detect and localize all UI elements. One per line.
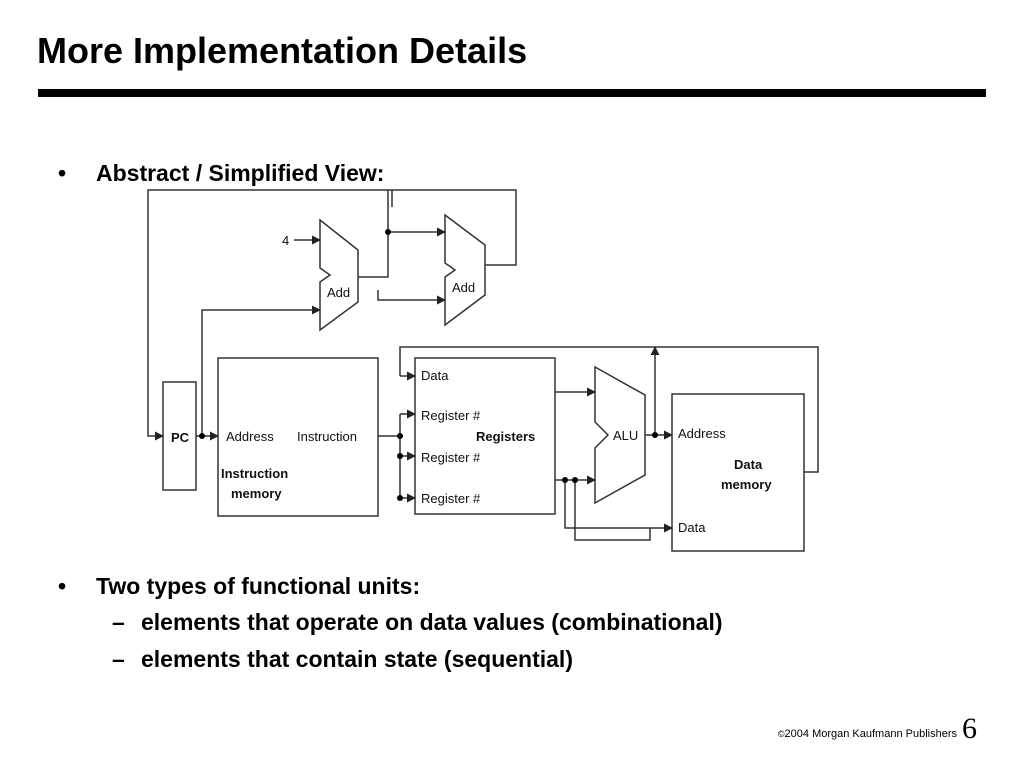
dmem-data-label: Data (678, 520, 706, 535)
dmem-address-label: Address (678, 426, 726, 441)
bullet-mark: • (58, 573, 67, 599)
pc-label: PC (171, 430, 190, 445)
constant-four-label: 4 (282, 233, 289, 248)
imem-address-label: Address (226, 429, 274, 444)
instruction-memory-block (217, 357, 379, 517)
alu-label: ALU (613, 428, 638, 443)
adder-1 (319, 218, 359, 332)
subbullet-mark: – (112, 609, 125, 635)
footer-copyright: ©2004 Morgan Kaufmann Publishers (778, 728, 957, 740)
imem-name-line1: Instruction (221, 466, 288, 481)
copyright-symbol: © (777, 729, 785, 739)
publisher-text: 2004 Morgan Kaufmann Publishers (784, 728, 957, 740)
register-file-block (414, 357, 556, 515)
adder-2 (444, 213, 486, 327)
title-divider (38, 89, 986, 97)
pc-register (162, 381, 197, 491)
data-memory-block (671, 393, 805, 552)
dmem-name-line1: Data (734, 457, 763, 472)
bullet-mark: • (58, 160, 67, 186)
subbullet-mark: – (112, 646, 125, 672)
registers-name-label: Registers (476, 429, 535, 444)
bullet-text: Two types of functional units: (96, 573, 421, 599)
slide-title: More Implementation Details (37, 30, 528, 71)
reg-data-label: Data (421, 368, 449, 383)
imem-name-line2: memory (231, 486, 282, 501)
adder-1-label: Add (327, 285, 350, 300)
reg-number-3-label: Register # (421, 491, 481, 506)
adder-2-label: Add (452, 280, 475, 295)
subbullet-text: elements that operate on data values (co… (141, 609, 723, 635)
page-number: 6 (962, 712, 977, 745)
imem-instruction-label: Instruction (297, 429, 357, 444)
bullet-text: Abstract / Simplified View: (96, 160, 385, 186)
reg-number-1-label: Register # (421, 408, 481, 423)
dmem-name-line2: memory (721, 477, 772, 492)
reg-number-2-label: Register # (421, 450, 481, 465)
subbullet-text: elements that contain state (sequential) (141, 646, 573, 672)
datapath-diagram: PC Add Add 4 Address Instruction Instruc… (147, 189, 819, 552)
